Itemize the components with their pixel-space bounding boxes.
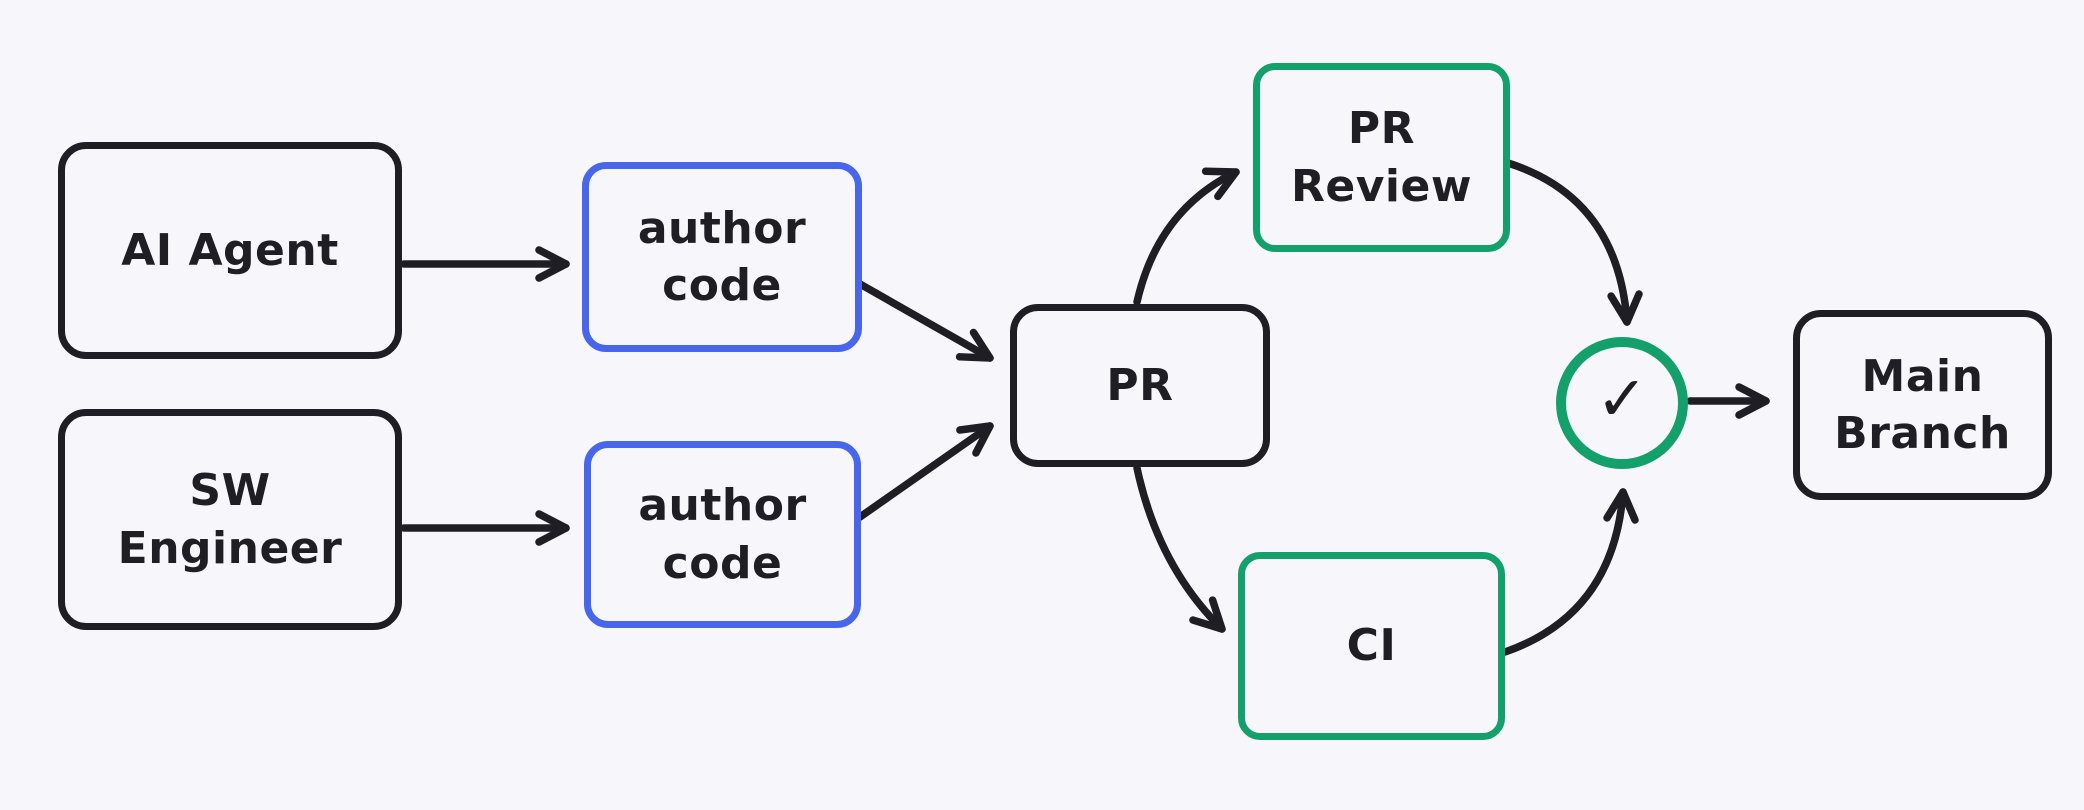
arrow-pr-to-ci[interactable]	[1133, 464, 1226, 633]
node-pr-review[interactable]: PR Review	[1253, 63, 1510, 252]
node-ci[interactable]: CI	[1238, 552, 1505, 740]
main-branch-label: Main Branch	[1834, 350, 2011, 459]
node-sw-engineer[interactable]: SW Engineer	[58, 409, 402, 630]
pr-review-label: PR Review	[1291, 103, 1472, 212]
check-icon: ✓	[1596, 362, 1648, 435]
node-checks-passed[interactable]: ✓	[1556, 337, 1688, 469]
node-pr[interactable]: PR	[1010, 304, 1270, 467]
arrow-author-code-top-to-pr[interactable]	[856, 280, 994, 362]
node-author-code-bottom[interactable]: author code	[584, 441, 861, 628]
sw-engineer-label: SW Engineer	[117, 465, 343, 574]
ai-agent-label: AI Agent	[121, 224, 339, 276]
arrow-author-code-bottom-to-pr[interactable]	[856, 422, 994, 521]
pr-label: PR	[1106, 359, 1174, 411]
node-ai-agent[interactable]: AI Agent	[58, 142, 402, 359]
author-code-bottom-label: author code	[638, 480, 807, 589]
ci-label: CI	[1346, 620, 1397, 672]
author-code-top-label: author code	[637, 202, 807, 311]
arrow-pr-to-pr-review[interactable]	[1133, 167, 1240, 306]
node-author-code-top[interactable]: author code	[582, 162, 862, 352]
arrow-ci-to-check[interactable]	[1501, 488, 1639, 656]
arrow-pr-review-to-check[interactable]	[1504, 159, 1643, 326]
node-main-branch[interactable]: Main Branch	[1793, 310, 2052, 500]
